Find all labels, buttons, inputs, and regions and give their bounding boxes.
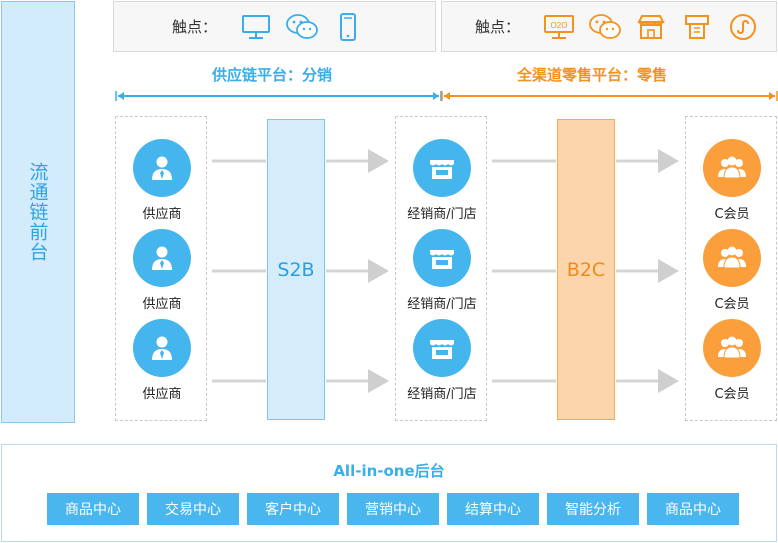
supplier-label: 供应商 — [142, 297, 182, 312]
store-icon — [634, 10, 668, 44]
module-settlement-center: 结算中心 — [447, 493, 539, 525]
supplier-node: 供应商 — [116, 139, 208, 222]
supplier-node: 供应商 — [116, 319, 208, 402]
front-end-label: 流通链前台 — [26, 162, 49, 262]
member-label: C会员 — [714, 297, 750, 312]
o2o-text: O2O — [551, 21, 568, 30]
mini-program-icon — [726, 10, 760, 44]
dealer-node: 经销商/门店 — [396, 229, 488, 312]
module-smart-analysis: 智能分析 — [547, 493, 639, 525]
dealer-node: 经销商/门店 — [396, 139, 488, 222]
module-marketing-center: 营销中心 — [347, 493, 439, 525]
member-group-icon — [703, 229, 761, 287]
dealer-label: 经销商/门店 — [407, 207, 477, 222]
monitor-icon — [239, 10, 273, 44]
supply-span-arrow — [115, 91, 442, 101]
s2b-hub: S2B — [267, 119, 325, 420]
supply-platform-title: 供应链平台：分销 — [212, 66, 333, 84]
dealers-column: 经销商/门店 经销商/门店 经销商/门店 — [395, 116, 487, 421]
o2o-screen-icon: O2O — [542, 10, 576, 44]
retail-platform-title: 全渠道零售平台：零售 — [517, 66, 668, 84]
member-group-icon — [703, 319, 761, 377]
dealer-label: 经销商/门店 — [407, 297, 477, 312]
b2c-hub: B2C — [557, 119, 615, 420]
module-customer-center: 客户中心 — [247, 493, 339, 525]
member-node: C会员 — [686, 319, 778, 402]
backend-panel: All-in-one后台 商品中心 交易中心 客户中心 营销中心 结算中心 智能… — [1, 444, 777, 542]
supplier-node: 供应商 — [116, 229, 208, 312]
retail-span-arrow — [441, 91, 778, 101]
member-node: C会员 — [686, 139, 778, 222]
wechat-icon — [285, 10, 319, 44]
touchpoint-label: 触点： — [172, 18, 218, 36]
module-product-center: 商品中心 — [47, 493, 139, 525]
touchpoint-label: 触点： — [475, 18, 521, 36]
dealer-store-icon — [413, 139, 471, 197]
member-label: C会员 — [714, 207, 750, 222]
dealer-store-icon — [413, 319, 471, 377]
mobile-icon — [331, 10, 365, 44]
touchpoints-retail: 触点： O2O — [441, 1, 777, 52]
atm-icon — [680, 10, 714, 44]
supplier-person-icon — [133, 229, 191, 287]
module-product-center-2: 商品中心 — [647, 493, 739, 525]
supplier-person-icon — [133, 139, 191, 197]
supplier-label: 供应商 — [142, 387, 182, 402]
dealer-store-icon — [413, 229, 471, 287]
supplier-label: 供应商 — [142, 207, 182, 222]
member-node: C会员 — [686, 229, 778, 312]
front-end-panel: 流通链前台 — [1, 1, 75, 423]
suppliers-column: 供应商 供应商 供应商 — [115, 116, 207, 421]
members-column: C会员 C会员 C会员 — [685, 116, 777, 421]
module-trade-center: 交易中心 — [147, 493, 239, 525]
touchpoints-supply: 触点： — [113, 1, 436, 52]
supplier-person-icon — [133, 319, 191, 377]
wechat-icon — [588, 10, 622, 44]
dealer-label: 经销商/门店 — [407, 387, 477, 402]
dealer-node: 经销商/门店 — [396, 319, 488, 402]
member-label: C会员 — [714, 387, 750, 402]
member-group-icon — [703, 139, 761, 197]
backend-title: All-in-one后台 — [333, 462, 445, 480]
